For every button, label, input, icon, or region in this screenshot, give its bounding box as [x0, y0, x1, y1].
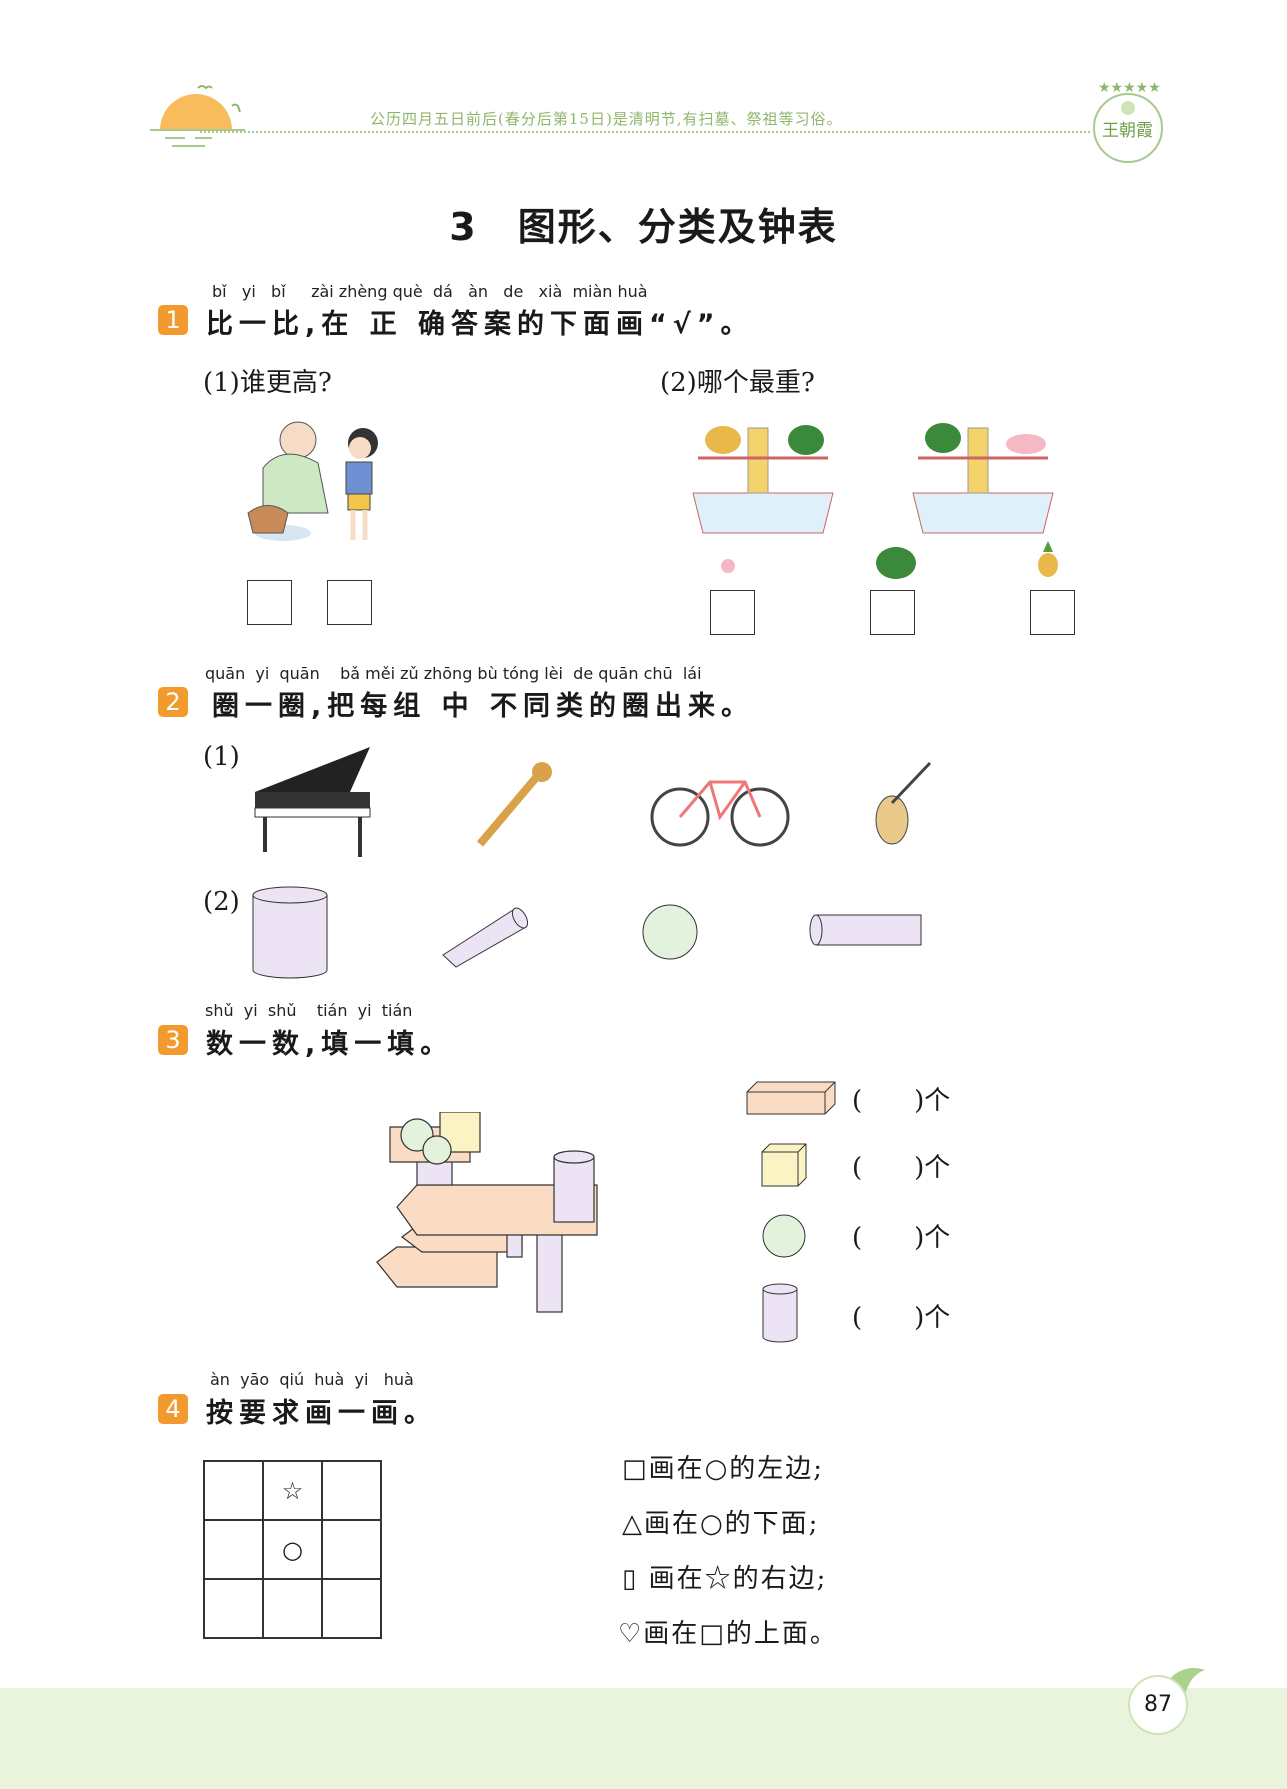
balance-scale-2-illustration: [912, 423, 1054, 534]
footer-band: [0, 1688, 1287, 1789]
answer-box-watermelon[interactable]: [870, 590, 915, 635]
pineapple-icon: [1038, 541, 1058, 577]
answer-box-grandpa[interactable]: [247, 580, 292, 625]
instruction-1: □画在○的左边;: [622, 1454, 825, 1484]
q2-pinyin: quān yi quān bǎ měi zǔ zhōng bù tóng lèi…: [205, 664, 702, 683]
cylinder-shape-icon: [762, 1283, 798, 1343]
balance-scale-1-illustration: [692, 425, 834, 534]
hulusi-flute-illustration: [476, 762, 552, 847]
q2-part2-label: (2): [203, 887, 240, 917]
cuboid-count-blank[interactable]: ( )个: [852, 1086, 951, 1116]
q1-pinyin: bǐ yi bǐ zài zhèng què dá àn de xià miàn…: [212, 282, 648, 301]
brand-logo: ★★★★★ 王朝霞: [1093, 80, 1163, 163]
bicycle-illustration: [650, 780, 790, 847]
q3-heading: 数一数,填一填。: [206, 1029, 454, 1060]
q4-number-badge: 4: [158, 1394, 188, 1424]
grid-cell[interactable]: [204, 1579, 263, 1638]
page-title: 3 图形、分类及钟表: [449, 205, 838, 249]
cylinder-count-blank[interactable]: ( )个: [852, 1303, 951, 1333]
q4-heading: 按要求画一画。: [206, 1398, 437, 1429]
q1-heading: 比一比,在 正 确答案的下面画“√”。: [206, 309, 754, 340]
sphere-count-blank[interactable]: ( )个: [852, 1223, 951, 1253]
drawing-grid[interactable]: ☆ ○: [203, 1460, 382, 1639]
header-tip: 公历四月五日前后(春分后第15日)是清明节,有扫墓、祭祖等习俗。: [370, 110, 843, 128]
q2-heading: 圈一圈,把每组 中 不同类的圈出来。: [212, 691, 755, 722]
cuboid-shape-icon: [746, 1081, 836, 1115]
q3-number-badge: 3: [158, 1025, 188, 1055]
answer-box-pineapple[interactable]: [1030, 590, 1075, 635]
cube-shape-icon: [761, 1143, 807, 1187]
upright-cylinder: [252, 886, 328, 979]
svg-text:★★★★★: ★★★★★: [1098, 80, 1161, 96]
stacked-blocks-illustration: [376, 1112, 598, 1313]
q1-part2-label: (2)哪个最重?: [660, 368, 815, 398]
grid-cell[interactable]: [322, 1579, 381, 1638]
page-number: 87: [1128, 1675, 1188, 1735]
q2-part1-label: (1): [203, 742, 240, 772]
grid-cell-star[interactable]: ☆: [263, 1461, 322, 1520]
answer-box-peach[interactable]: [710, 590, 755, 635]
answer-box-boy[interactable]: [327, 580, 372, 625]
grid-cell[interactable]: [322, 1461, 381, 1520]
grid-cell[interactable]: [322, 1520, 381, 1579]
piano-illustration: [254, 747, 371, 857]
sphere-shape-icon: [762, 1214, 806, 1258]
instruction-4: ♡画在□的上面。: [618, 1619, 838, 1649]
q1-number-badge: 1: [158, 305, 188, 335]
q4-pinyin: àn yāo qiú huà yi huà: [210, 1370, 414, 1389]
instruction-2: △画在○的下面;: [622, 1509, 820, 1539]
q1-part1-label: (1)谁更高?: [203, 368, 332, 398]
pipa-illustration: [875, 761, 932, 845]
peach-icon: [721, 559, 735, 573]
horizontal-cylinder: [809, 914, 922, 946]
grid-cell[interactable]: [204, 1461, 263, 1520]
grid-cell-circle[interactable]: ○: [263, 1520, 322, 1579]
grid-cell[interactable]: [263, 1579, 322, 1638]
cube-count-blank[interactable]: ( )个: [852, 1153, 951, 1183]
svg-text:王朝霞: 王朝霞: [1102, 121, 1153, 141]
sphere: [642, 904, 698, 960]
tilted-cylinder: [442, 907, 529, 968]
grid-cell[interactable]: [204, 1520, 263, 1579]
header-divider: [200, 131, 1090, 133]
watermelon-icon: [876, 547, 916, 579]
sunrise-icon: [150, 85, 245, 147]
grandpa-and-boy-illustration: [247, 421, 378, 541]
q2-number-badge: 2: [158, 687, 188, 717]
q3-pinyin: shǔ yi shǔ tián yi tián: [205, 1001, 413, 1020]
instruction-3: ▯ 画在☆的右边;: [622, 1564, 828, 1594]
